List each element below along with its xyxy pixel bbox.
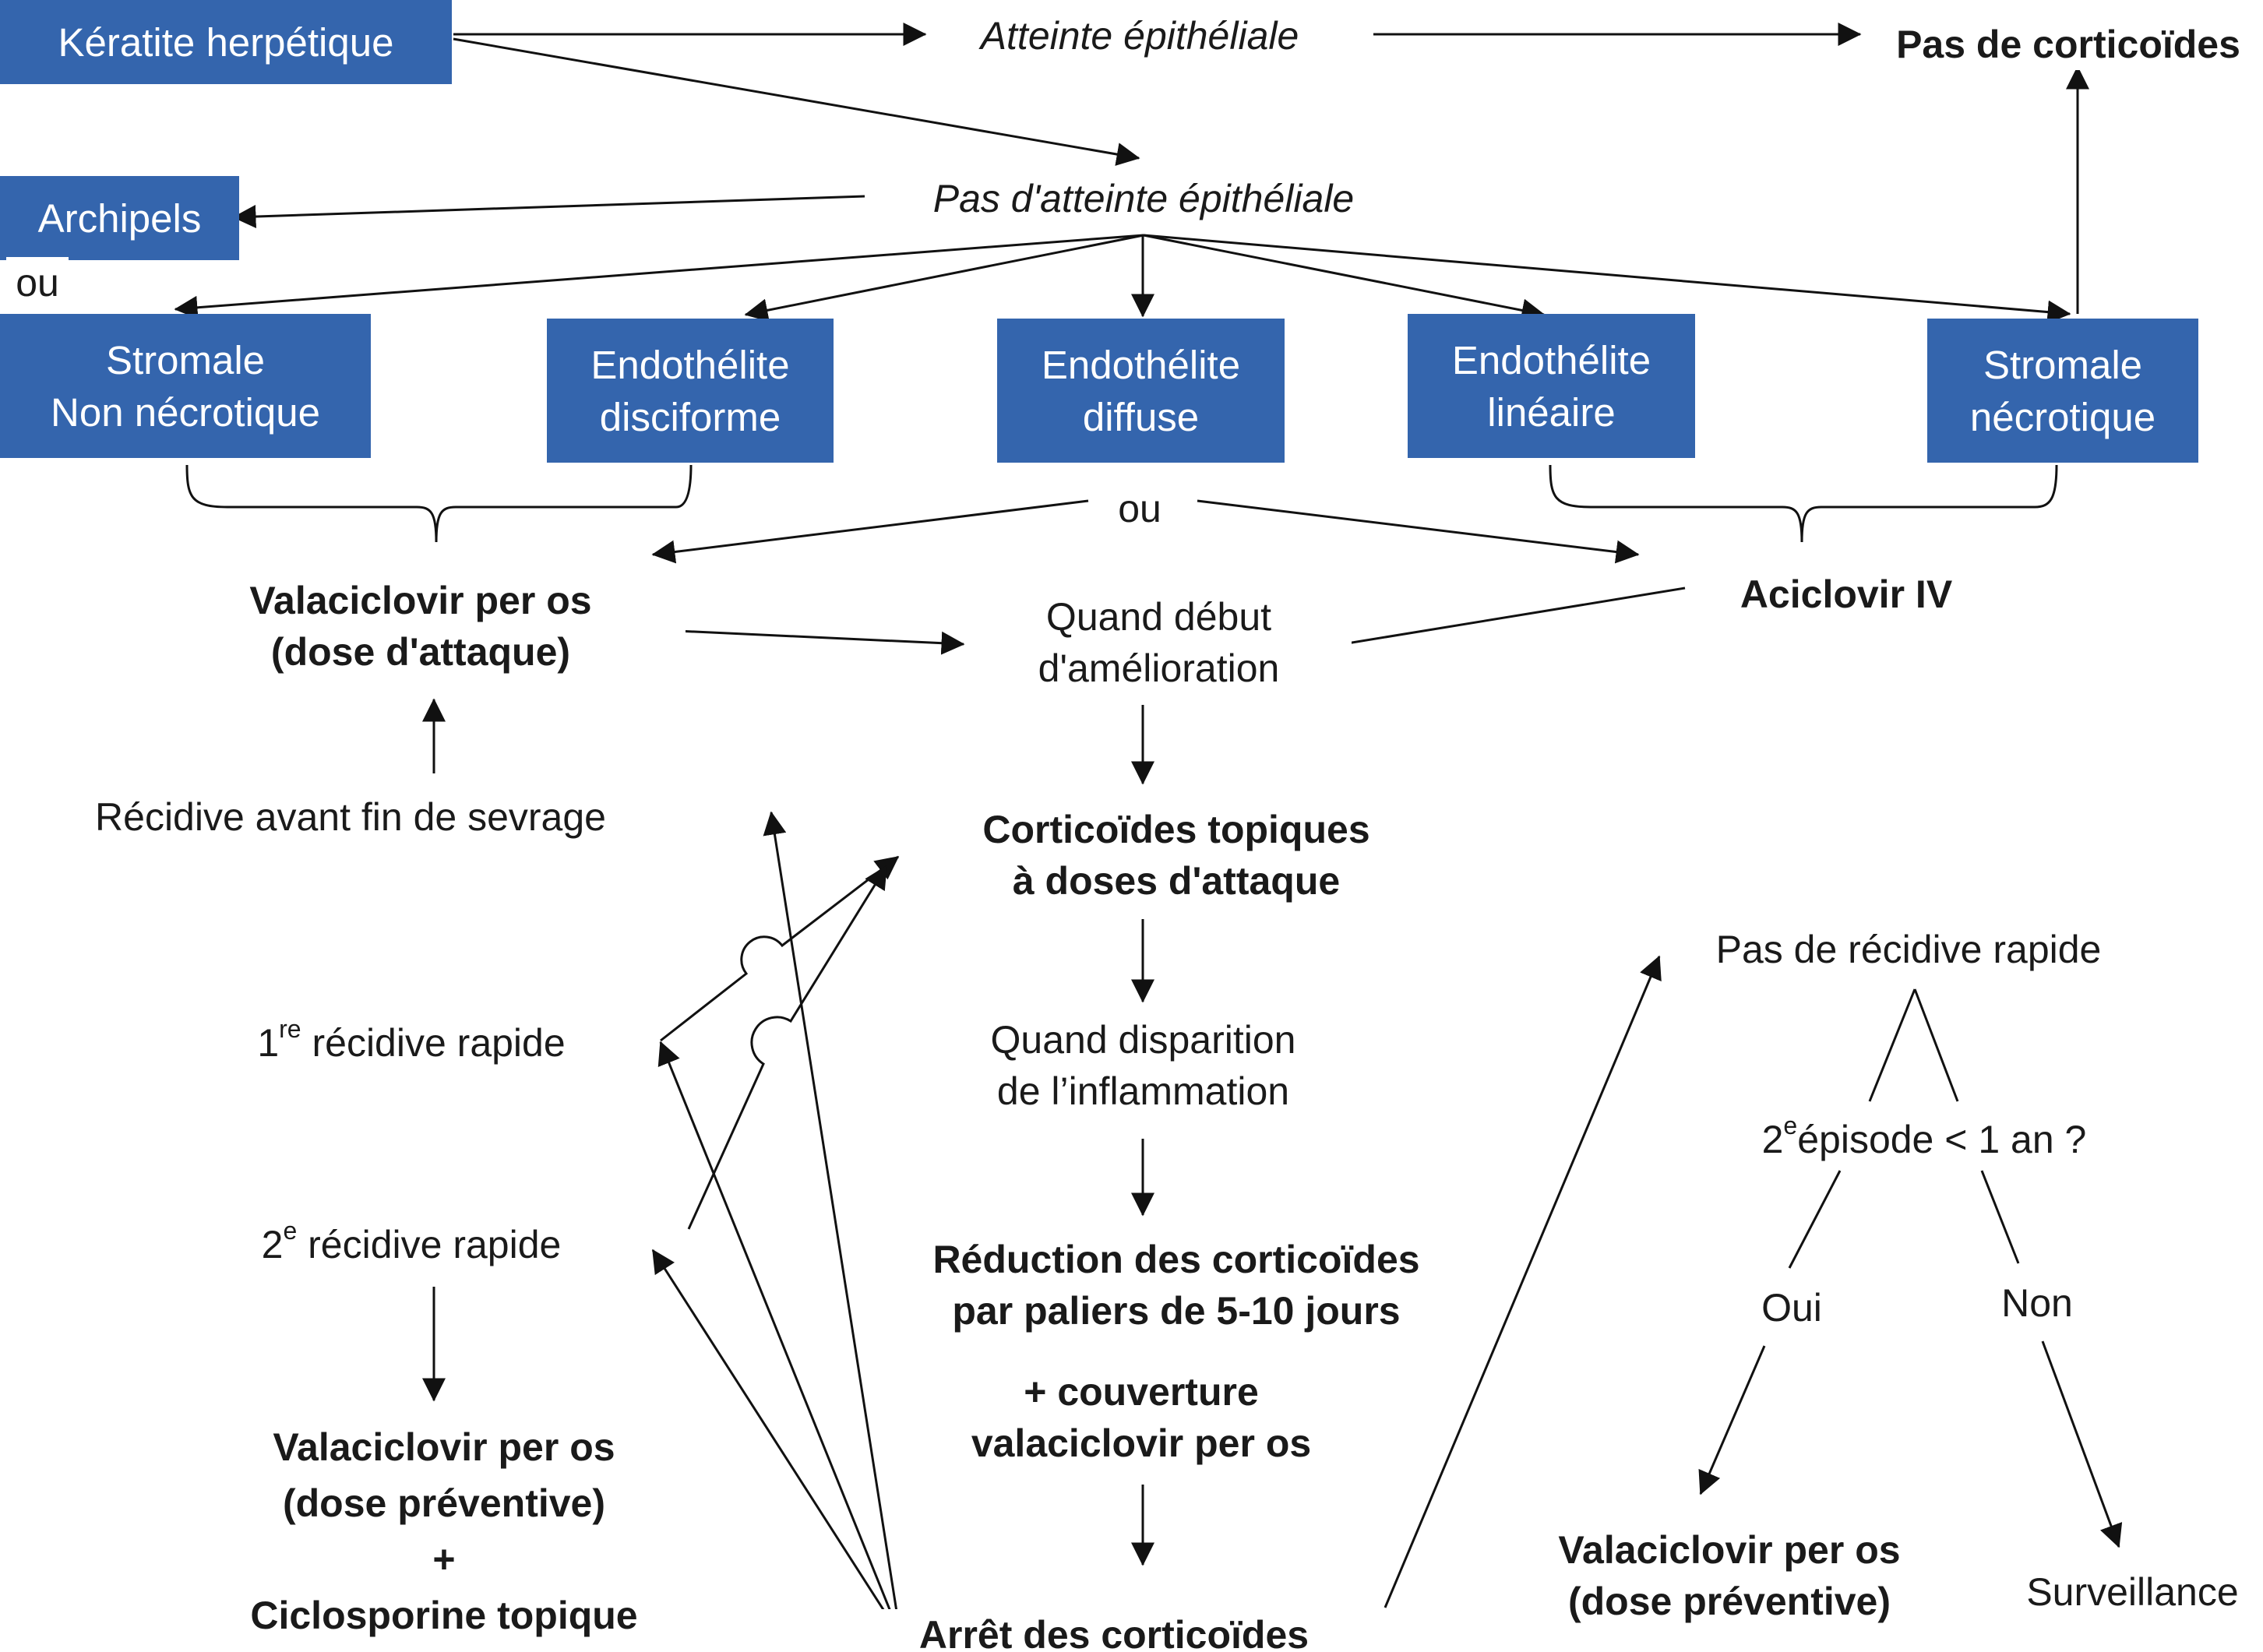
node-endo-disci-line2: disciforme (599, 394, 781, 439)
node-endo-diffuse-line1: Endothélite (1041, 342, 1241, 387)
label-recidive-1: 1re récidive rapide (201, 1015, 622, 1069)
label-reduction-line1: Réduction des corticoïdes (932, 1238, 1420, 1281)
label-pas-recidive-rapide: Pas de récidive rapide (1675, 924, 2142, 975)
node-endo-lineaire-line1: Endothélite (1451, 337, 1651, 382)
tree-line-right (1913, 988, 1959, 1102)
node-stromale-non-necrotique: Stromale Non nécrotique (0, 314, 371, 458)
node-stromale-n-line1: Stromale (1983, 342, 2143, 387)
tree-line-left (1868, 988, 1916, 1102)
arrow-aciclovir-to-quand-debut (1317, 586, 1686, 657)
node-archipels: Archipels (0, 176, 239, 260)
arrow-ou-to-aciclovir (1197, 499, 1640, 564)
label-valaci-prev-left-line2: (dose préventive) (282, 1481, 605, 1525)
node-archipels-label: Archipels (37, 195, 202, 241)
label-valaci-prev-left-plus: + (432, 1538, 456, 1581)
label-valaciclovir-attaque: Valaciclovir per os (dose d'attaque) (156, 575, 686, 678)
label-valaci-prev-left-line4: Ciclosporine topique (250, 1594, 638, 1637)
brace-right (1549, 464, 2058, 543)
arrow-ou-to-valaciclovir (651, 499, 1089, 564)
label-aciclovir-iv: Aciclovir IV (1690, 569, 2002, 620)
label-quand-debut-line2: d'amélioration (1038, 646, 1280, 690)
label-recidive-2-text: récidive rapide (297, 1223, 562, 1266)
node-stromale-nn-line1: Stromale (105, 337, 266, 382)
label-corticoides-topiques: Corticoïdes topiques à doses d'attaque (927, 804, 1426, 907)
label-oui: Oui (1737, 1282, 1846, 1333)
arrow-arret-to-recidive-2 (651, 1249, 902, 1637)
arrow-arret-to-recidive-avant (763, 811, 902, 1637)
label-valaciclovir-attaque-line2: (dose d'attaque) (270, 630, 571, 674)
label-recidive-2: 2e récidive rapide (201, 1217, 622, 1270)
node-keratite-label: Kératite herpétique (58, 19, 394, 65)
node-keratite-herpetique: Kératite herpétique (0, 0, 452, 84)
arrow-pas-atteinte-to-archipels (232, 195, 865, 229)
label-valaci-prev-right-line1: Valaciclovir per os (1558, 1528, 1901, 1572)
label-valaciclovir-preventive-right: Valaciclovir per os (dose préventive) (1511, 1524, 1948, 1627)
label-episode-text: épisode < 1 an ? (1797, 1118, 2087, 1161)
node-stromale-n-line2: nécrotique (1969, 394, 2156, 439)
label-pas-atteinte-epitheliale: Pas d'atteinte épithéliale (865, 173, 1422, 224)
label-recidive-1-sup: re (279, 1015, 301, 1044)
label-valaciclovir-attaque-line1: Valaciclovir per os (249, 579, 592, 622)
arrow-to-endothelite-disciforme (744, 234, 1144, 322)
label-episode-sup: e (1783, 1111, 1798, 1140)
label-non: Non (1979, 1277, 2096, 1329)
label-pas-de-corticoides: Pas de corticoïdes (1873, 19, 2263, 70)
arrow-recidive-2-to-corticoides (687, 865, 888, 1230)
label-valaci-prev-left-line1: Valaciclovir per os (273, 1425, 615, 1469)
arrow-to-stromale-necrotique (1143, 234, 2071, 324)
label-ou-archipels: ou (6, 257, 69, 308)
arrow-valaciclovir-to-quand-debut (660, 629, 965, 655)
label-quand-disparition: Quand disparition de l’inflammation (935, 1014, 1352, 1117)
label-corticoides-topiques-line2: à doses d'attaque (1012, 859, 1341, 903)
node-endothelite-lineaire: Endothélite linéaire (1408, 314, 1695, 458)
node-stromale-nn-line2: Non nécrotique (51, 389, 320, 435)
label-episode-num: 2 (1761, 1118, 1784, 1161)
label-couverture-valaciclovir: + couverture valaciclovir per os (919, 1366, 1363, 1469)
node-stromale-necrotique: Stromale nécrotique (1927, 319, 2198, 463)
label-surveillance: Surveillance (2006, 1566, 2259, 1618)
tree-line-to-oui (1788, 1170, 1842, 1269)
label-recidive-avant-sevrage: Récidive avant fin de sevrage (47, 791, 654, 843)
label-arret-corticoides: Arrêt des corticoïdes (880, 1609, 1348, 1652)
node-endo-lineaire-line2: linéaire (1487, 389, 1616, 435)
label-quand-disparition-line2: de l’inflammation (996, 1069, 1290, 1113)
label-recidive-2-sup: e (283, 1217, 298, 1245)
label-atteinte-epitheliale: Atteinte épithéliale (927, 10, 1352, 62)
arrow-to-stromale-non-necrotique (174, 234, 1144, 319)
label-episode-question: 2eépisode < 1 an ? (1745, 1111, 2103, 1165)
arrow-arret-to-recidive-1 (657, 1041, 902, 1637)
node-endothelite-diffuse: Endothélite diffuse (997, 319, 1285, 463)
label-recidive-1-text: récidive rapide (301, 1021, 566, 1065)
tree-line-to-non (1980, 1170, 2020, 1264)
label-couverture-line2: valaciclovir per os (971, 1421, 1312, 1465)
label-quand-debut-line1: Quand début (1045, 595, 1272, 639)
label-recidive-1-num: 1 (257, 1021, 280, 1065)
label-quand-disparition-line1: Quand disparition (990, 1018, 1296, 1062)
label-valaci-prev-right-line2: (dose préventive) (1567, 1580, 1891, 1623)
node-endo-diffuse-line2: diffuse (1082, 394, 1200, 439)
label-reduction-line2: par paliers de 5-10 jours (952, 1289, 1401, 1333)
label-corticoides-topiques-line1: Corticoïdes topiques (982, 808, 1370, 851)
label-couverture-line1: + couverture (1024, 1370, 1259, 1414)
node-endothelite-disciforme: Endothélite disciforme (547, 319, 834, 463)
arrow-to-endothelite-lineaire (1143, 234, 1546, 322)
brace-left (185, 464, 693, 543)
arrow-keratite-to-pas-atteinte (453, 37, 1140, 166)
node-endo-disci-line1: Endothélite (590, 342, 790, 387)
arrow-non-to-surveillance (2041, 1340, 2123, 1548)
label-recidive-2-num: 2 (261, 1223, 284, 1266)
arrow-arret-to-pas-recidive (1384, 955, 1662, 1608)
label-ou-treatment: ou (1096, 483, 1183, 534)
arrow-oui-to-valaciclovir-preventive (1698, 1345, 1766, 1495)
arrow-recidive-1-to-corticoides (660, 855, 900, 1042)
label-reduction-corticoides: Réduction des corticoïdes par paliers de… (880, 1234, 1472, 1337)
label-valaciclovir-preventive-ciclosporine: Valaciclovir per os (dose préventive) + … (195, 1419, 693, 1643)
label-quand-debut: Quand début d'amélioration (966, 591, 1352, 694)
